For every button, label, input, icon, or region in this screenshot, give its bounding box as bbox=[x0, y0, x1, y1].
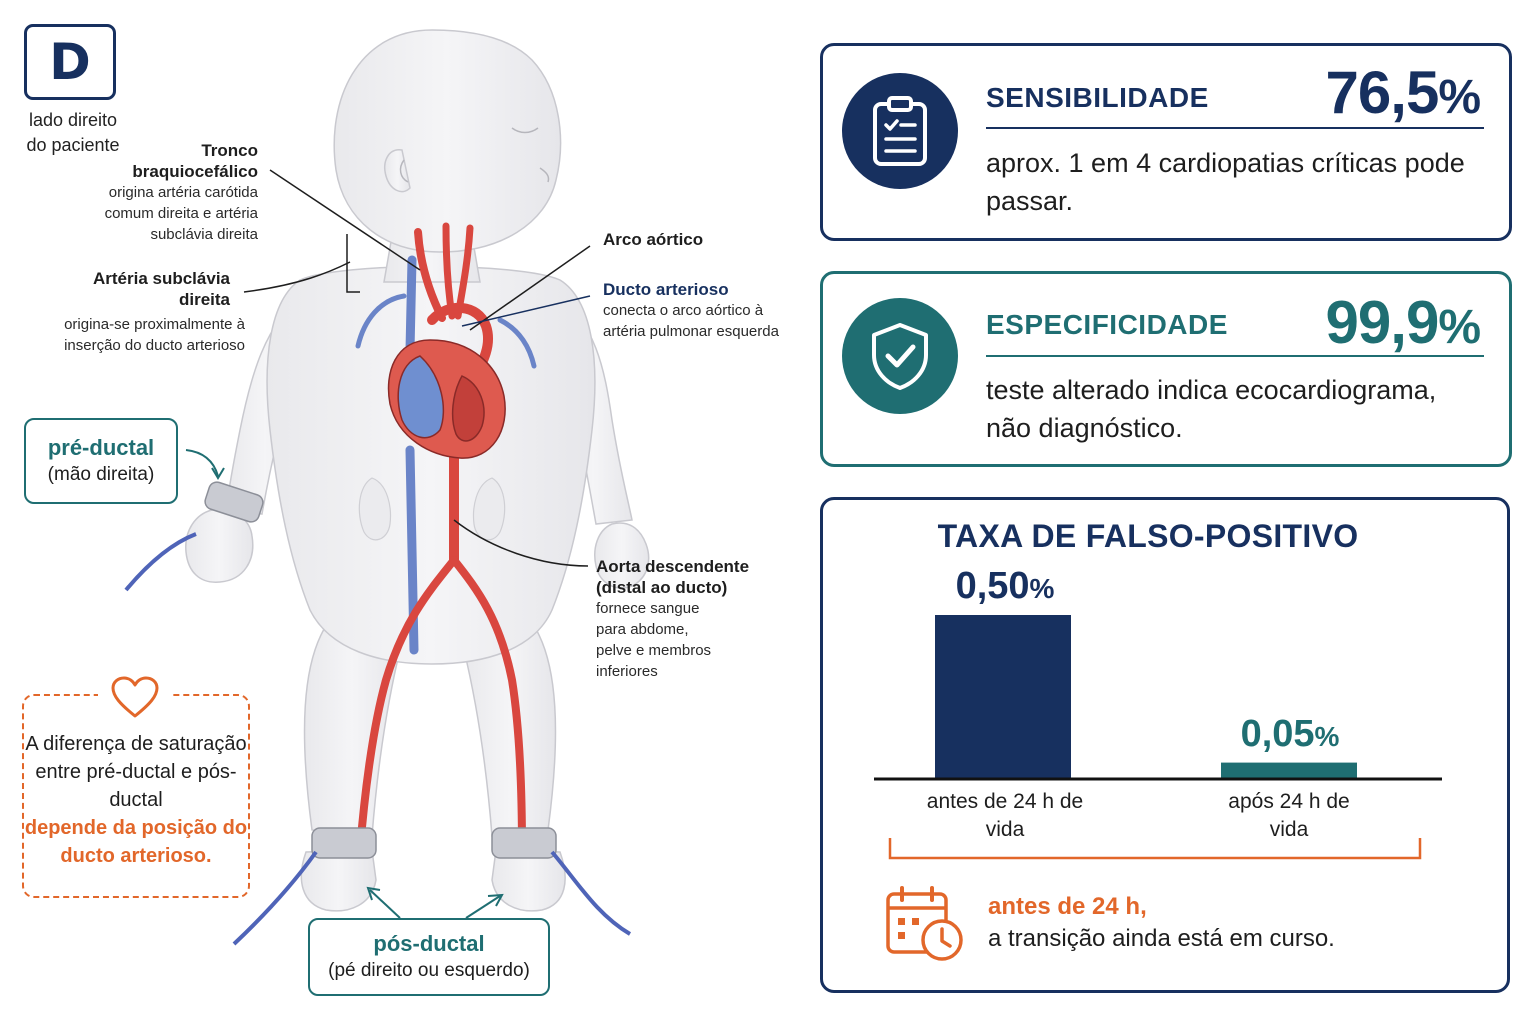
arterial-system bbox=[356, 222, 526, 854]
aortic-arch-title: Arco aórtico bbox=[603, 230, 704, 249]
clipboard-check-icon bbox=[842, 73, 958, 189]
bar-before-24h bbox=[935, 615, 1071, 779]
category-label-after-24h: após 24 h de vida bbox=[1228, 790, 1350, 841]
subclavian-desc: origina-se proximalmente à inserção do d… bbox=[64, 316, 245, 354]
infant-body bbox=[185, 29, 650, 912]
specificity-label: ESPECIFICIDADE bbox=[986, 309, 1228, 340]
pre-ductal-title: pré-ductal bbox=[47, 435, 155, 460]
post-ductal-title: pós-ductal bbox=[373, 931, 485, 956]
specificity-rule bbox=[986, 355, 1484, 357]
descending-aorta-desc: fornece sangue para abdome, pelve e memb… bbox=[596, 600, 712, 680]
sensitivity-label: SENSIBILIDADE bbox=[986, 82, 1209, 113]
heart-icon bbox=[98, 676, 172, 722]
calendar-clock-icon bbox=[884, 884, 966, 969]
brachiocephalic-title: Tronco braquiocefálico bbox=[132, 141, 258, 181]
post-ductal-box: pós-ductal (pé direito ou esquerdo) bbox=[308, 918, 550, 996]
shield-check-icon bbox=[842, 298, 958, 414]
note-highlight: depende da posição do ducto arterioso. bbox=[24, 817, 248, 867]
panel-letter-badge: D bbox=[24, 24, 116, 100]
heart-illustration bbox=[387, 339, 506, 459]
infant-circulation-illustration bbox=[124, 29, 650, 946]
specificity-desc: teste alterado indica ecocardiograma, nã… bbox=[986, 375, 1437, 443]
pre-ductal-sub: (mão direita) bbox=[47, 464, 155, 485]
ductus-desc: conecta o arco aórtico à artéria pulmona… bbox=[603, 302, 779, 340]
sensitivity-desc: aprox. 1 em 4 cardiopatias críticas pode… bbox=[986, 148, 1465, 216]
subclavian-title: Artéria subclávia direita bbox=[92, 269, 230, 309]
pulse-oximeter-probes bbox=[124, 481, 632, 946]
bar-value-after-24h: 0,05% bbox=[1240, 712, 1340, 755]
patient-side-note: lado direito do paciente bbox=[26, 110, 120, 155]
brachiocephalic-desc: origina artéria carótida comum direita e… bbox=[104, 184, 258, 243]
ductus-title: Ducto arterioso bbox=[603, 280, 729, 299]
fp-note-highlight: antes de 24 h, bbox=[988, 893, 1147, 920]
post-ductal-sub: (pé direito ou esquerdo) bbox=[328, 960, 530, 981]
ductus-note-box: A diferença de saturação entre pré-ducta… bbox=[22, 694, 250, 898]
sensitivity-value: 76,5% bbox=[1325, 59, 1481, 126]
category-label-before-24h: antes de 24 h de vida bbox=[926, 790, 1084, 841]
false-positive-title: TAXA DE FALSO-POSITIVO bbox=[937, 518, 1359, 554]
bar-after-24h bbox=[1221, 762, 1357, 779]
bar-value-before-24h: 0,50% bbox=[955, 565, 1055, 607]
false-positive-card bbox=[820, 497, 1510, 993]
note-text: A diferença de saturação entre pré-ducta… bbox=[25, 733, 247, 811]
pre-ductal-box: pré-ductal (mão direita) bbox=[24, 418, 178, 504]
specificity-value: 99,9% bbox=[1325, 289, 1481, 356]
probe-arrows bbox=[185, 449, 504, 919]
false-positive-chart bbox=[874, 615, 1442, 860]
kidneys bbox=[358, 477, 506, 541]
descending-aorta-title: Aorta descendente (distal ao ducto) bbox=[596, 557, 750, 597]
sensitivity-rule bbox=[986, 127, 1484, 129]
infant-face bbox=[399, 127, 550, 183]
fp-note-text: a transição ainda está em curso. bbox=[988, 925, 1335, 952]
leader-lines bbox=[243, 169, 591, 567]
chart-bracket bbox=[888, 838, 1422, 860]
